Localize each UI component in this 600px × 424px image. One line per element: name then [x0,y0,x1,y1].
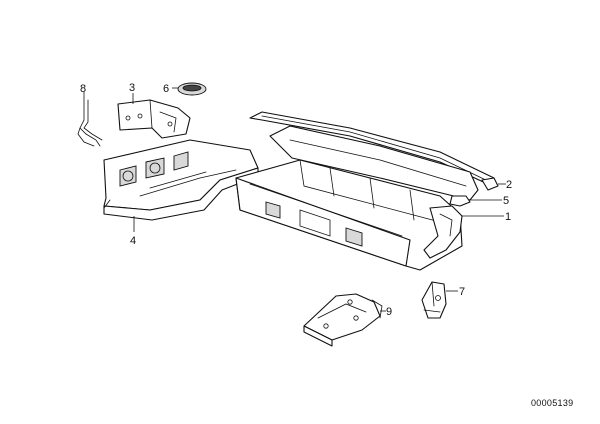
callout-3: 3 [129,82,135,104]
svg-text:5: 5 [503,195,509,207]
part-8-clip[interactable] [77,97,103,147]
svg-text:1: 1 [505,211,511,223]
svg-text:7: 7 [459,286,465,298]
part-9-bracket[interactable] [303,293,383,347]
callout-1: 1 [462,211,511,223]
svg-text:3: 3 [129,82,135,94]
callout-6: 6 [163,83,178,95]
svg-text:8: 8 [80,83,86,95]
main-rear-panel-assembly[interactable] [235,111,499,271]
part-4-floor-panel[interactable] [103,139,259,221]
part-7-bracket[interactable] [421,281,447,319]
svg-text:6: 6 [163,83,169,95]
part-6-grommet[interactable] [177,82,207,96]
callout-2: 2 [498,179,512,191]
svg-text:2: 2 [506,179,512,191]
callout-8: 8 [80,83,86,98]
callout-5: 5 [470,195,509,207]
callout-4: 4 [130,216,136,247]
callout-9: 9 [380,306,392,318]
svg-text:4: 4 [130,235,136,247]
part-3-bracket[interactable] [117,99,191,139]
callout-7: 7 [446,286,465,298]
document-number: 00005139 [531,398,574,408]
svg-text:9: 9 [386,306,392,318]
